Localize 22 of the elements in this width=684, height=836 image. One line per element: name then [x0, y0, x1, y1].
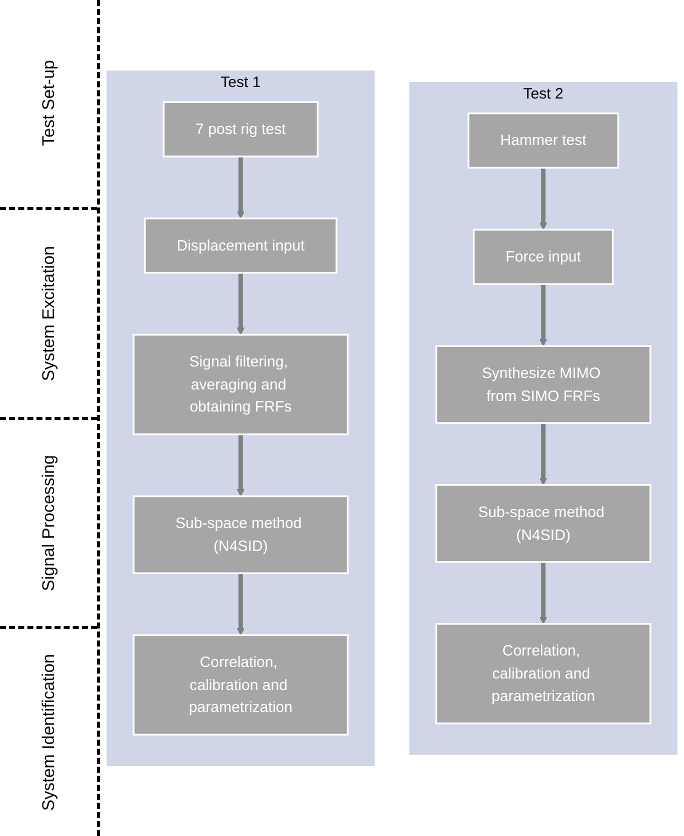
row-label: System Identification	[38, 654, 58, 812]
arrow	[539, 562, 548, 624]
node-box: Signal filtering, averaging and obtaining FRFs	[132, 334, 349, 435]
node-box: 7 post rig test	[162, 100, 319, 157]
node-box: Synthesize MIMO from SIMO FRFs	[435, 344, 652, 424]
node-box: Sub-space method (N4SID)	[132, 494, 349, 574]
node-box: Sub-space method (N4SID)	[435, 484, 652, 562]
arrow	[236, 434, 245, 496]
arrow	[236, 272, 245, 335]
node-box: Displacement input	[144, 217, 338, 274]
row-label: System Excitation	[38, 246, 58, 381]
node-box: Correlation, calibration and parametrization	[435, 622, 652, 724]
node-box: Force input	[472, 228, 614, 285]
node-box: Hammer test	[468, 112, 620, 168]
arrow	[236, 156, 245, 218]
arrow	[539, 167, 548, 230]
node-box: Correlation, calibration and parametrization	[132, 634, 349, 736]
row-label: Signal Processing	[38, 454, 58, 591]
arrow	[236, 572, 245, 636]
arrow	[539, 284, 548, 346]
row-label: Test Set-up	[38, 60, 58, 146]
arrow	[539, 422, 548, 485]
